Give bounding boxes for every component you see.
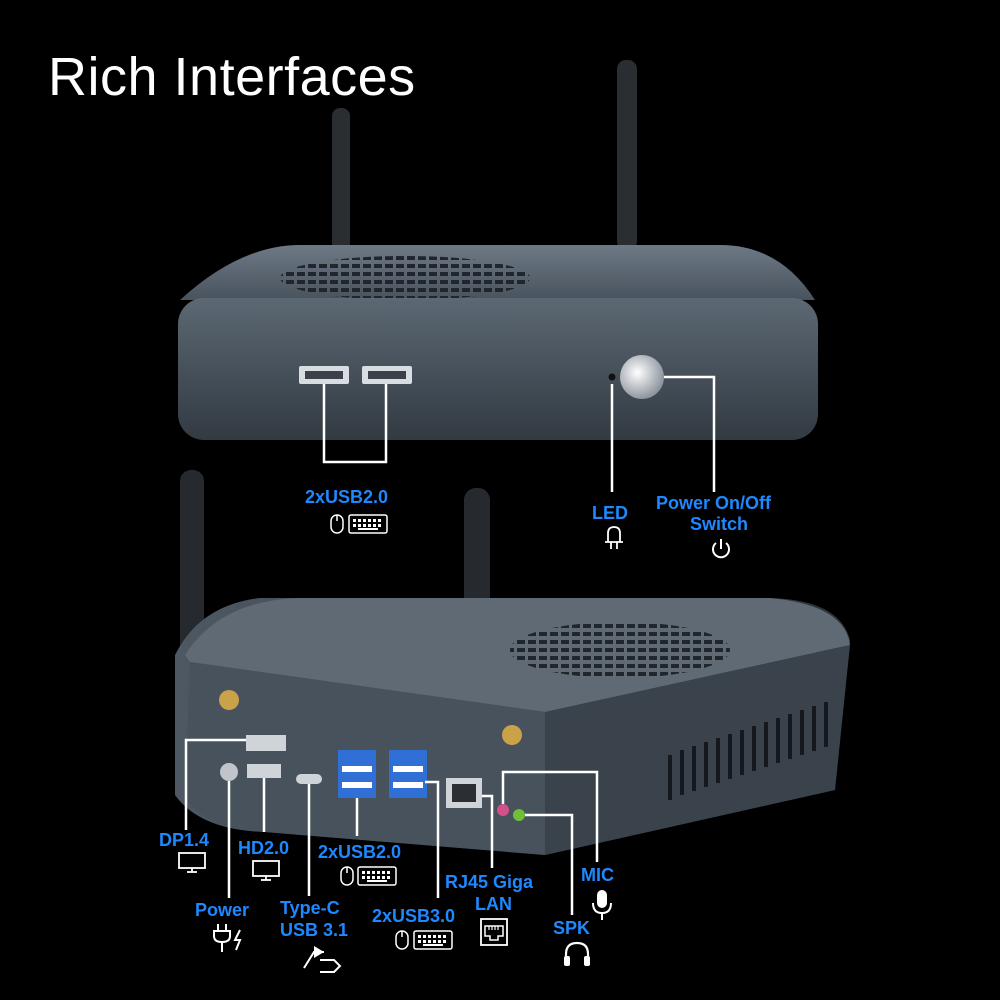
hd-label: HD2.0 xyxy=(238,838,290,858)
led-label: LED xyxy=(592,503,628,523)
power-switch-label-2: Switch xyxy=(690,514,749,534)
antenna-left-top xyxy=(332,108,350,258)
power-switch-label: Power On/Off xyxy=(656,493,772,513)
rj45-label: RJ45 Giga xyxy=(445,872,534,892)
mic-label: MIC xyxy=(581,865,614,885)
page-title: Rich Interfaces xyxy=(48,47,416,107)
antenna-right-top xyxy=(617,60,637,250)
front-usb-label: 2xUSB2.0 xyxy=(305,487,389,507)
rj45-label-2: LAN xyxy=(475,894,512,914)
rear-usb3-label: 2xUSB3.0 xyxy=(372,906,456,926)
rear-usb2-label: 2xUSB2.0 xyxy=(318,842,402,862)
dp-label: DP1.4 xyxy=(159,830,210,850)
power-knob xyxy=(620,355,664,399)
typec-label-2: USB 3.1 xyxy=(280,920,349,940)
typec-label: Type-C xyxy=(280,898,340,918)
power-label: Power xyxy=(195,900,250,920)
spk-label: SPK xyxy=(553,918,591,938)
